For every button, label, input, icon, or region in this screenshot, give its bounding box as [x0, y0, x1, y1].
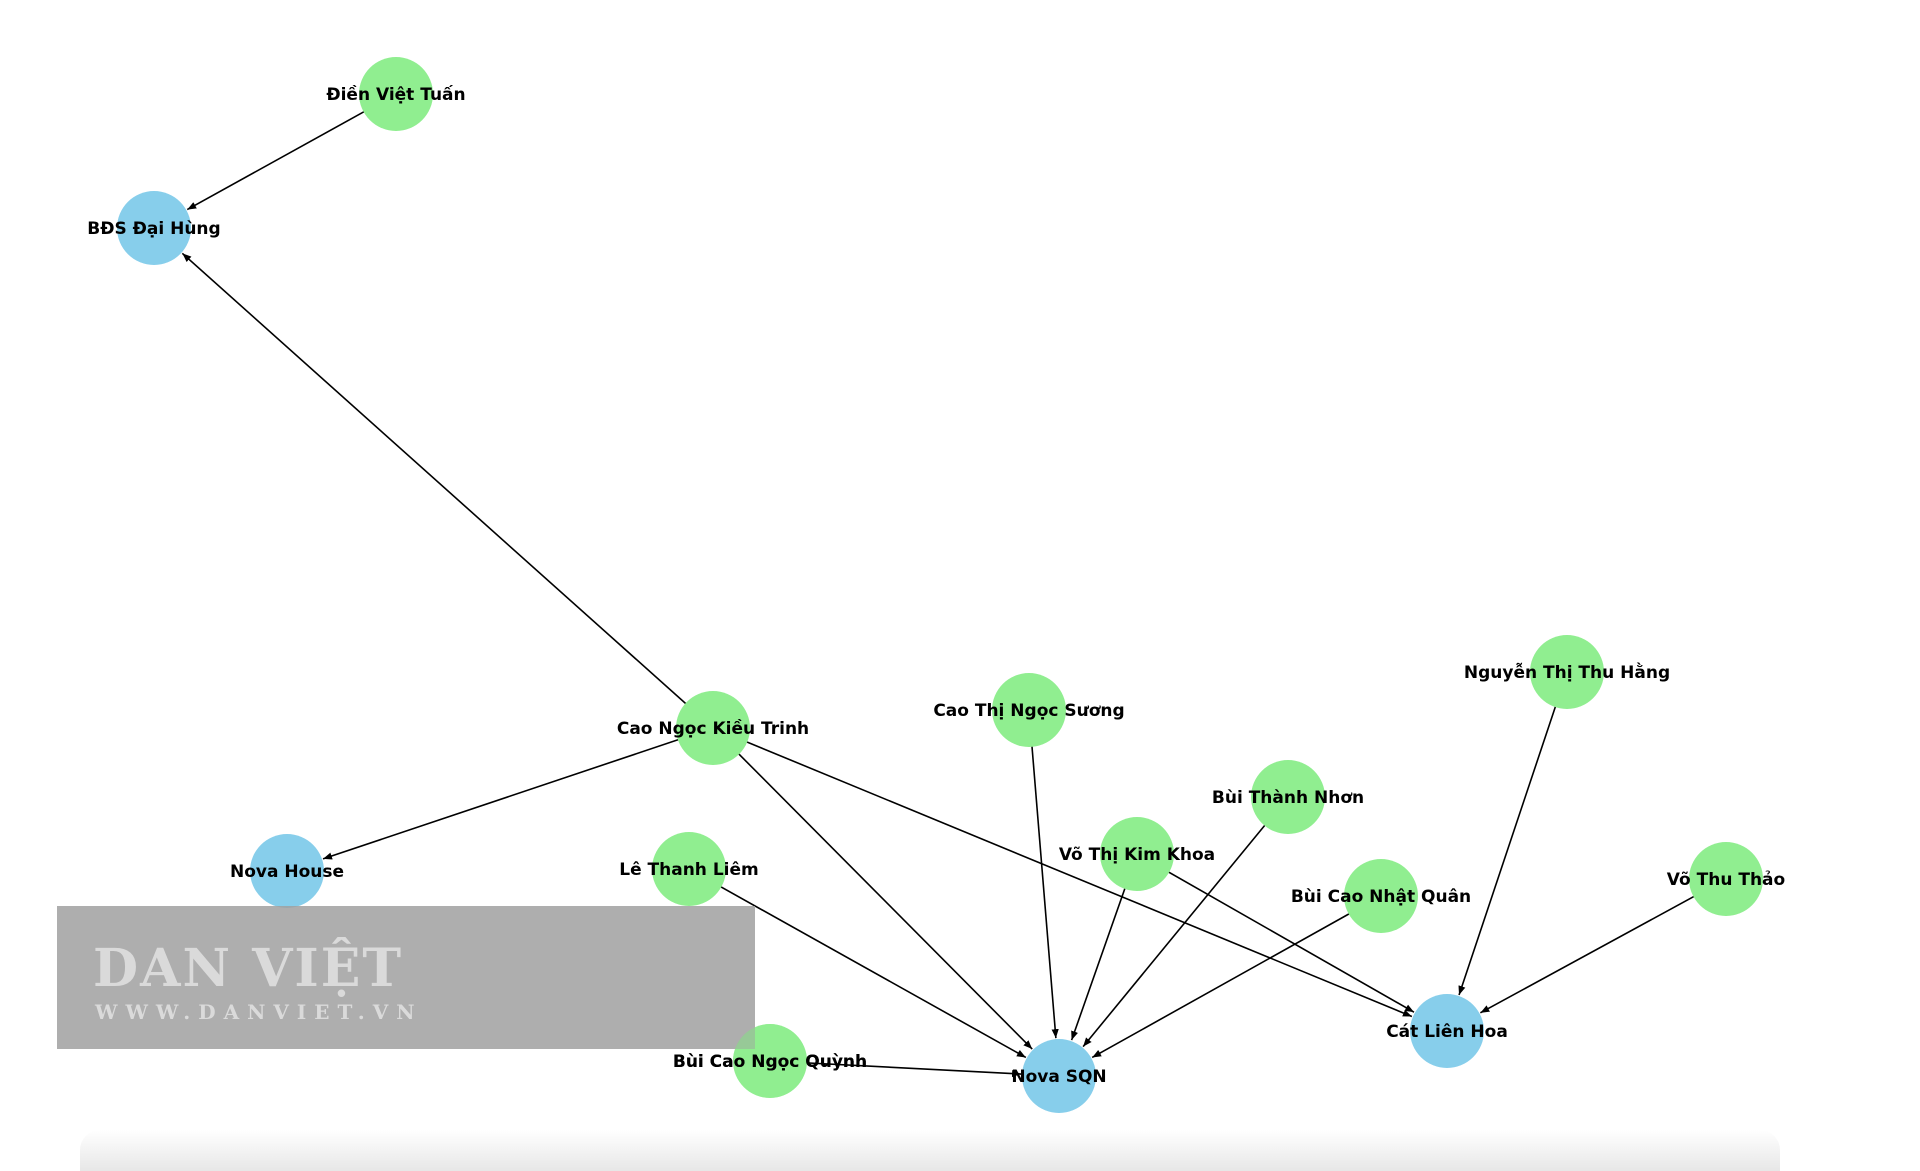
node-label-cat-lien-hoa: Cát Liên Hoa [1386, 1022, 1508, 1042]
node-label-vo-thi-kim-khoa: Võ Thị Kim Khoa [1059, 845, 1215, 865]
edge-cao-ngoc-kieu-trinh-to-bds-dai-hung [181, 252, 714, 729]
edge-vo-thu-thao-to-cat-lien-hoa [1479, 878, 1727, 1014]
node-vo-thu-thao[interactable] [1689, 842, 1763, 916]
edge-bui-cao-ngoc-quynh-to-nova-sqn [769, 1060, 1022, 1078]
bottom-shadow [80, 1130, 1780, 1171]
node-le-thanh-liem[interactable] [652, 832, 726, 906]
edge-cao-ngoc-kieu-trinh-to-nova-house [322, 727, 714, 860]
node-bui-thanh-nhon[interactable] [1251, 760, 1325, 834]
edge-bui-thanh-nhon-to-nova-sqn [1082, 796, 1289, 1048]
edge-dien-viet-tuan-to-bds-dai-hung [186, 93, 397, 211]
edge-le-thanh-liem-to-nova-sqn [688, 868, 1027, 1059]
watermark-url: WWW.DANVIET.VN [95, 1000, 423, 1024]
edge-nguyen-thi-thu-hang-to-cat-lien-hoa [1458, 671, 1568, 996]
edge-cao-ngoc-kieu-trinh-to-nova-sqn [712, 727, 1033, 1050]
edge-vo-thi-kim-khoa-to-cat-lien-hoa [1136, 853, 1415, 1013]
node-label-bui-thanh-nhon: Bùi Thành Nhơn [1212, 788, 1364, 808]
node-nguyen-thi-thu-hang[interactable] [1530, 635, 1604, 709]
node-nova-sqn[interactable] [1022, 1039, 1096, 1113]
nodes-layer [117, 57, 1763, 1113]
watermark: DAN VIỆT WWW.DANVIET.VN [57, 906, 755, 1049]
node-label-cao-ngoc-kieu-trinh: Cao Ngọc Kiều Trinh [617, 718, 809, 739]
edge-cao-ngoc-kieu-trinh-to-cat-lien-hoa [712, 727, 1413, 1018]
edges-layer [181, 93, 1727, 1078]
node-vo-thi-kim-khoa[interactable] [1100, 817, 1174, 891]
watermark-logo: DAN VIỆT [93, 938, 404, 999]
node-label-nguyen-thi-thu-hang: Nguyễn Thị Thu Hằng [1464, 661, 1670, 683]
node-cao-thi-ngoc-suong[interactable] [992, 673, 1066, 747]
node-bui-cao-nhat-quan[interactable] [1344, 859, 1418, 933]
node-label-vo-thu-thao: Võ Thu Thảo [1667, 870, 1785, 890]
edge-bui-cao-nhat-quan-to-nova-sqn [1091, 895, 1382, 1059]
node-label-nova-sqn: Nova SQN [1011, 1067, 1106, 1087]
node-label-dien-viet-tuan: Điền Việt Tuấn [326, 84, 465, 105]
node-label-cao-thi-ngoc-suong: Cao Thị Ngọc Sương [933, 701, 1124, 721]
node-dien-viet-tuan[interactable] [359, 57, 433, 131]
node-bds-dai-hung[interactable] [117, 191, 191, 265]
edge-cao-thi-ngoc-suong-to-nova-sqn [1028, 709, 1059, 1039]
node-cao-ngoc-kieu-trinh[interactable] [676, 691, 750, 765]
node-label-nova-house: Nova House [230, 862, 344, 882]
node-label-bui-cao-nhat-quan: Bùi Cao Nhật Quân [1291, 887, 1471, 907]
node-cat-lien-hoa[interactable] [1410, 994, 1484, 1068]
node-label-le-thanh-liem: Lê Thanh Liêm [619, 860, 758, 880]
node-label-bui-cao-ngoc-quynh: Bùi Cao Ngọc Quỳnh [673, 1052, 867, 1072]
node-label-bds-dai-hung: BĐS Đại Hùng [87, 219, 220, 239]
node-nova-house[interactable] [250, 834, 324, 908]
